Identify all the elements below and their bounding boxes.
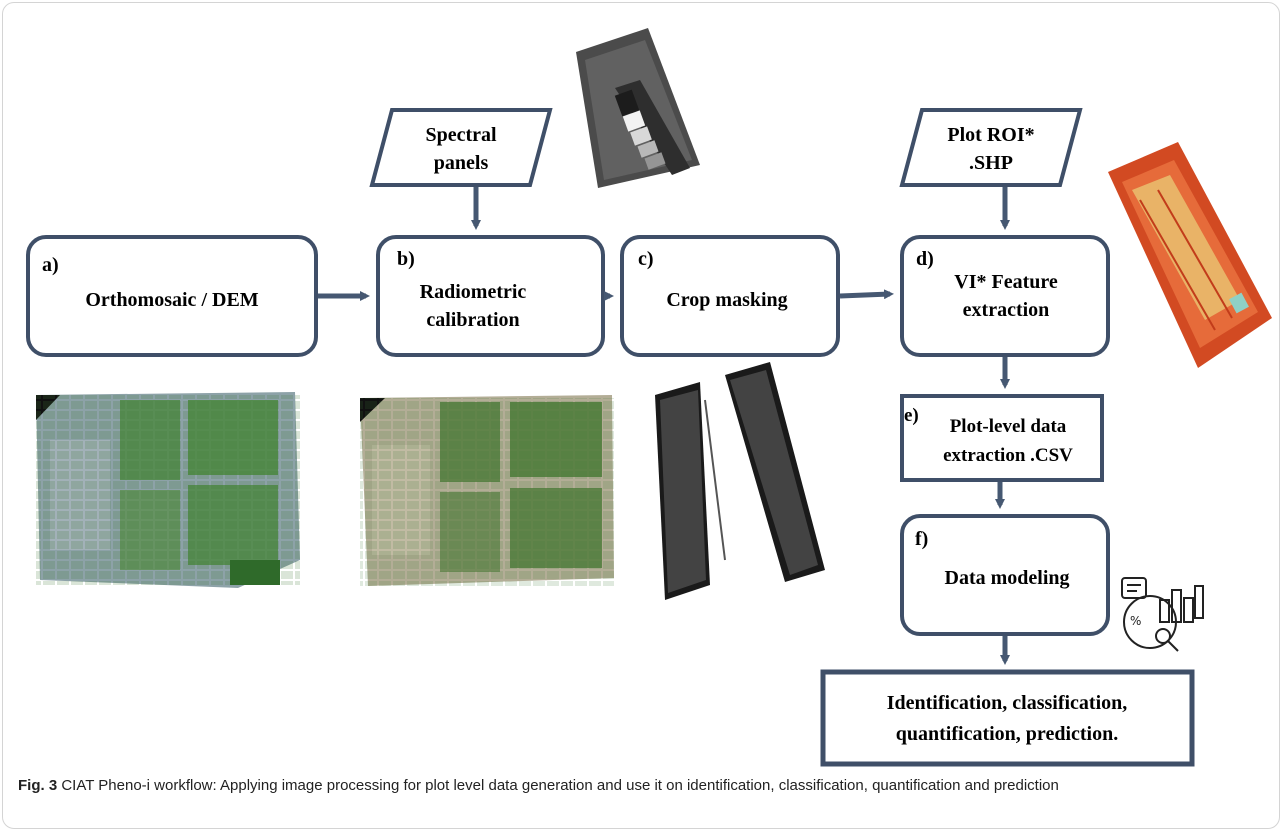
node-f-label: Data modeling <box>945 567 1070 589</box>
orthomosaic-rgb-image <box>36 392 300 588</box>
node-e-plot-level-extraction: e) Plot-level data extraction .CSV <box>900 394 1104 482</box>
node-a-label: Orthomosaic / DEM <box>85 289 258 311</box>
node-a-orthomosaic: a) Orthomosaic / DEM <box>26 235 318 357</box>
node-d-label-line1: VI* Feature <box>954 271 1058 293</box>
node-d-feature-extraction: d) VI* Feature extraction <box>900 235 1110 357</box>
ndvi-map-image <box>1108 142 1272 368</box>
node-d-label-line2: extraction <box>963 299 1050 321</box>
node-c-label: Crop masking <box>666 289 787 311</box>
plot-roi-line2: .SHP <box>969 152 1013 174</box>
node-c-crop-masking: c) Crop masking <box>620 235 840 357</box>
node-f-letter: f) <box>915 528 928 550</box>
node-b-radiometric-calibration: b) Radiometric calibration <box>376 235 605 357</box>
svg-text:%: % <box>1130 614 1141 628</box>
final-output-node: Identification, classification, quantifi… <box>820 669 1195 767</box>
plot-roi-input: Plot ROI* .SHP <box>899 108 1083 187</box>
node-e-label-line1: Plot-level data <box>950 416 1067 437</box>
node-f-data-modeling: f) Data modeling <box>900 514 1110 636</box>
node-b-label-line1: Radiometric <box>420 281 527 303</box>
spectral-panels-line2: panels <box>434 152 489 174</box>
node-b-letter: b) <box>397 248 415 270</box>
node-a-letter: a) <box>42 254 59 276</box>
flow-arrows <box>318 187 1010 665</box>
final-line1: Identification, classification, <box>887 692 1128 714</box>
node-b-label-line2: calibration <box>426 309 519 331</box>
spectral-panels-line1: Spectral <box>425 124 497 146</box>
figure-caption: Fig. 3 CIAT Pheno-i workflow: Applying i… <box>18 775 1268 797</box>
caption-label: Fig. 3 <box>18 777 58 794</box>
plot-roi-line1: Plot ROI* <box>947 124 1034 146</box>
final-line2: quantification, prediction. <box>896 723 1118 745</box>
arrow-c-to-d <box>839 289 894 300</box>
node-e-label-line2: extraction .CSV <box>943 445 1073 466</box>
workflow-diagram: Spectral panels Plot ROI* .SHP a) Orthom… <box>26 28 1272 767</box>
spectral-panel-image <box>576 28 700 188</box>
node-e-letter: e) <box>904 405 919 426</box>
spectral-panels-input: Spectral panels <box>369 108 553 187</box>
data-modeling-icon: % <box>1121 577 1204 652</box>
caption-text: CIAT Pheno-i workflow: Applying image pr… <box>61 777 1059 794</box>
node-d-letter: d) <box>916 248 934 270</box>
calibrated-rgb-image <box>360 395 614 586</box>
crop-mask-image <box>655 362 825 600</box>
node-c-letter: c) <box>638 248 654 270</box>
